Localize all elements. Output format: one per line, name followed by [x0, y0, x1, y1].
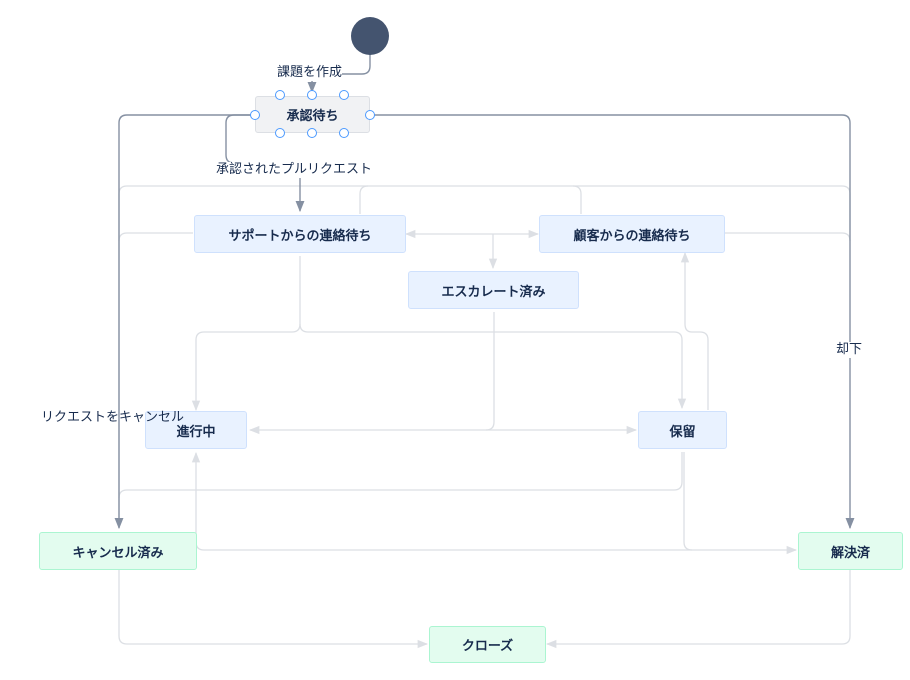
hold-to-resolved-line	[683, 452, 693, 551]
customer-right-line	[725, 232, 851, 242]
support-top-line	[359, 185, 369, 214]
status-escalated-label: エスカレート済み	[441, 284, 546, 300]
resize-handle[interactable]	[339, 128, 349, 138]
status-canceled[interactable]: キャンセル済み	[39, 532, 197, 570]
resize-handle[interactable]	[307, 128, 317, 138]
status-closed-label: クローズ	[461, 639, 514, 654]
canceled-to-closed-line	[118, 570, 429, 649]
transition-decline-label[interactable]: 却下	[836, 342, 863, 358]
resize-handle[interactable]	[275, 90, 285, 100]
status-closed[interactable]: クローズ	[429, 626, 546, 663]
resolved-to-closed-line	[545, 570, 851, 649]
hold-to-customer-line	[680, 251, 709, 410]
cancel-request-line	[114, 114, 255, 530]
status-in-progress[interactable]: 進行中	[145, 411, 247, 449]
transition-create-issue-label[interactable]: 課題を作成	[277, 65, 343, 81]
decline-line	[370, 114, 855, 530]
resize-handle[interactable]	[250, 110, 260, 120]
transition-cancel-request-label[interactable]: リクエストをキャンセル	[41, 410, 185, 425]
status-in-progress-label: 進行中	[176, 424, 216, 440]
status-waiting-customer[interactable]: 顧客からの連絡待ち	[539, 215, 725, 253]
start-node[interactable]	[351, 17, 389, 55]
status-resolved-label: 解決済	[830, 545, 870, 561]
resize-handle[interactable]	[275, 128, 285, 138]
status-escalated[interactable]: エスカレート済み	[408, 271, 579, 309]
resize-handle[interactable]	[365, 110, 375, 120]
status-waiting-customer-label: 顧客からの連絡待ち	[573, 228, 691, 244]
resize-handle[interactable]	[307, 90, 317, 100]
escalated-down-line	[485, 312, 495, 431]
status-canceled-label: キャンセル済み	[72, 545, 164, 561]
status-on-hold-label: 保留	[669, 424, 696, 440]
status-waiting-support-label: サポートからの連絡待ち	[228, 228, 372, 244]
customer-top-line	[572, 185, 582, 214]
status-waiting-approval-label: 承認待ち	[286, 109, 339, 124]
support-to-hold-line	[299, 323, 687, 410]
status-waiting-support[interactable]: サポートからの連絡待ち	[194, 215, 406, 253]
resize-handle[interactable]	[339, 90, 349, 100]
support-left-line	[118, 232, 193, 242]
inprogress-resolved-line	[191, 451, 798, 555]
status-resolved[interactable]: 解決済	[798, 532, 903, 570]
status-on-hold[interactable]: 保留	[638, 411, 727, 449]
support-to-inprogress-line	[191, 256, 301, 412]
transition-approved-pr-label[interactable]: 承認されたプルリクエスト	[216, 162, 373, 178]
hold-to-canceled-line	[118, 452, 683, 499]
